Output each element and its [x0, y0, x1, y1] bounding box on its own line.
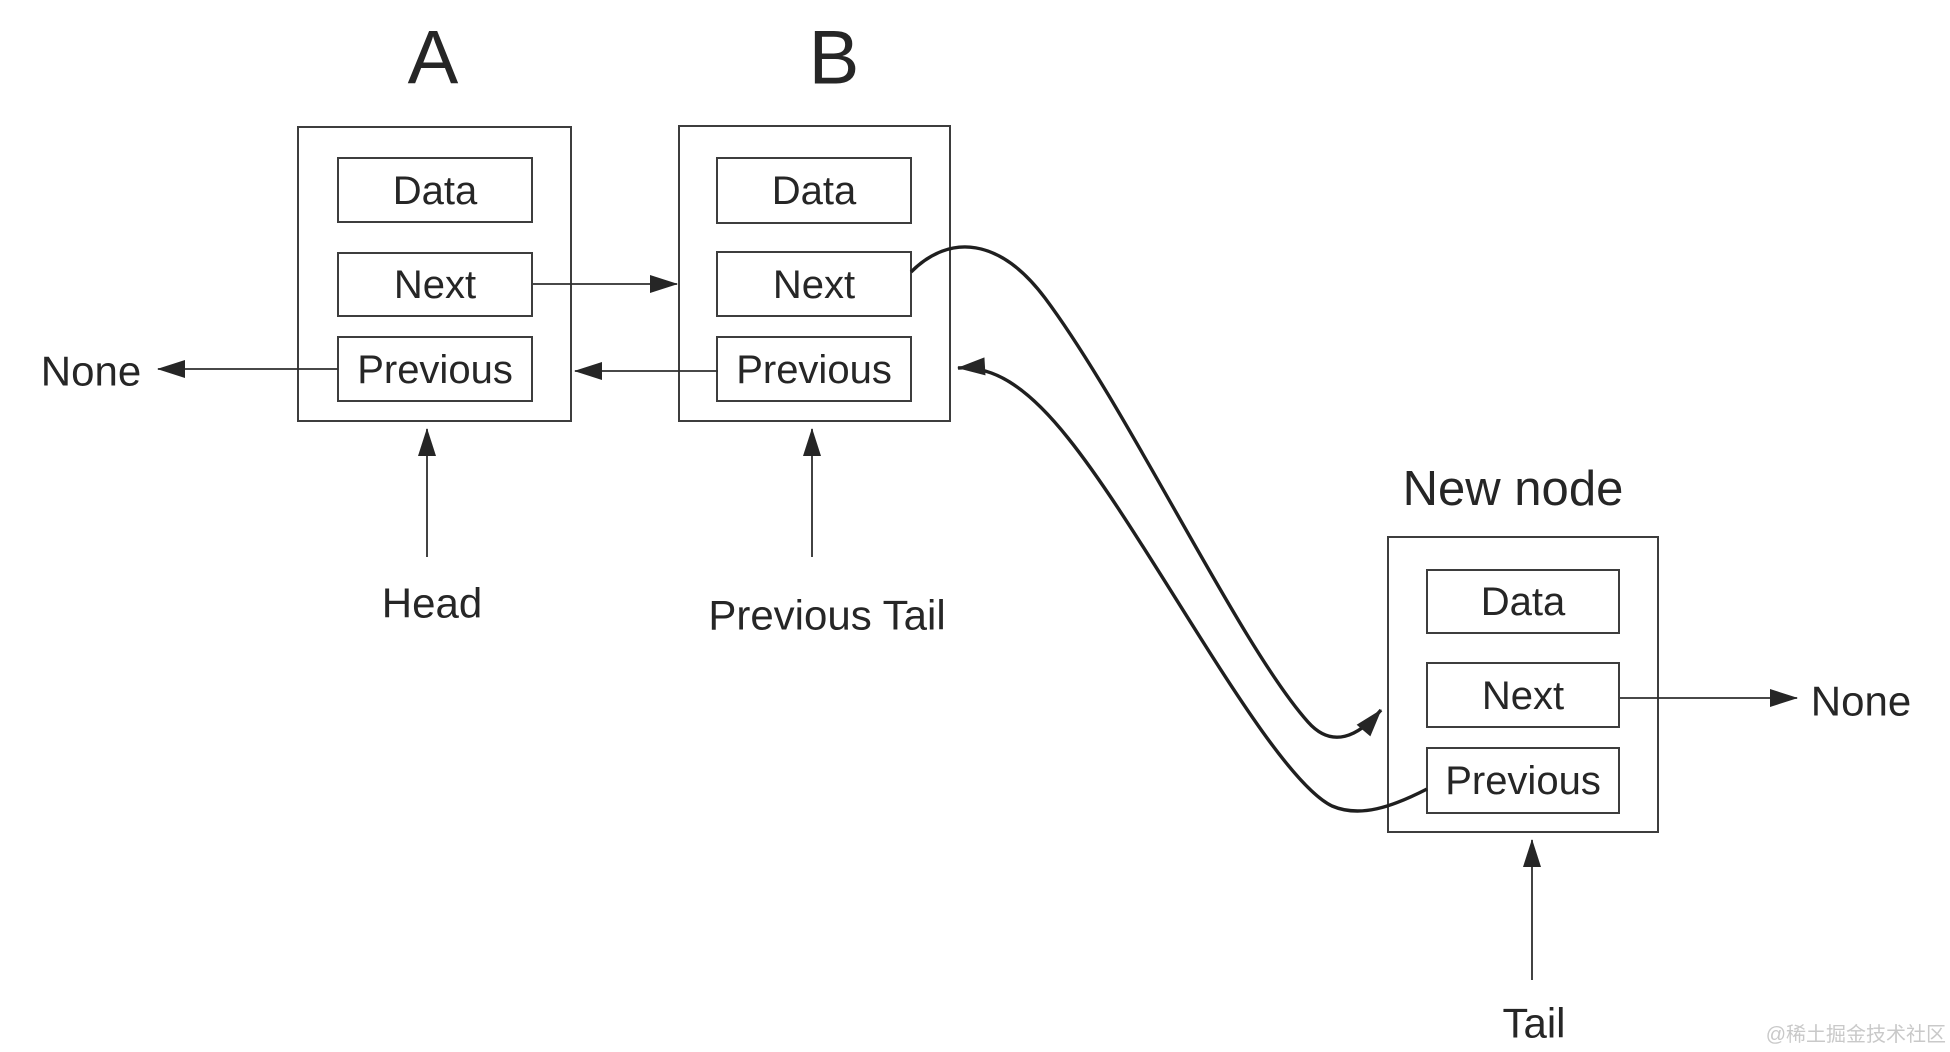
node-b-previous-box: [716, 336, 912, 402]
curve-b-next-to-new-node: [909, 245, 1383, 739]
node-a-next-label: Next: [394, 263, 476, 307]
node-b-data-label: Data: [772, 169, 857, 213]
node-new-data-box: [1426, 569, 1620, 634]
node-new: New node Data Next Previous: [1387, 462, 1659, 833]
node-a-title: A: [408, 16, 459, 101]
node-new-box: [1387, 536, 1659, 833]
head-label: Head: [382, 580, 482, 627]
node-a-data-box: [337, 157, 533, 223]
node-b-title: B: [809, 16, 860, 101]
node-new-next-box: [1426, 662, 1620, 728]
watermark-text: @稀土掘金技术社区: [1766, 1023, 1946, 1046]
curve-new-previous-to-b: [957, 357, 1428, 813]
node-a-previous-label: Previous: [357, 348, 513, 392]
node-new-data-label: Data: [1481, 580, 1566, 624]
node-b-box: [678, 125, 951, 422]
node-new-previous-label: Previous: [1445, 759, 1601, 803]
node-a-box: [297, 126, 572, 422]
node-b-next-label: Next: [773, 263, 855, 307]
tail-label: Tail: [1502, 1000, 1565, 1047]
node-a: A Data Next Previous: [297, 16, 572, 422]
node-new-next-label: Next: [1482, 674, 1564, 718]
node-b-data-box: [716, 157, 912, 224]
node-new-title: New node: [1403, 462, 1624, 516]
node-a-next-box: [337, 252, 533, 317]
none-left-label: None: [41, 348, 141, 395]
node-b-previous-label: Previous: [736, 348, 892, 392]
none-right-label: None: [1811, 678, 1911, 725]
node-new-previous-box: [1426, 747, 1620, 814]
previous-tail-label: Previous Tail: [708, 592, 945, 639]
node-a-data-label: Data: [393, 169, 478, 213]
node-b-next-box: [716, 251, 912, 317]
node-b: B Data Next Previous: [678, 16, 951, 422]
